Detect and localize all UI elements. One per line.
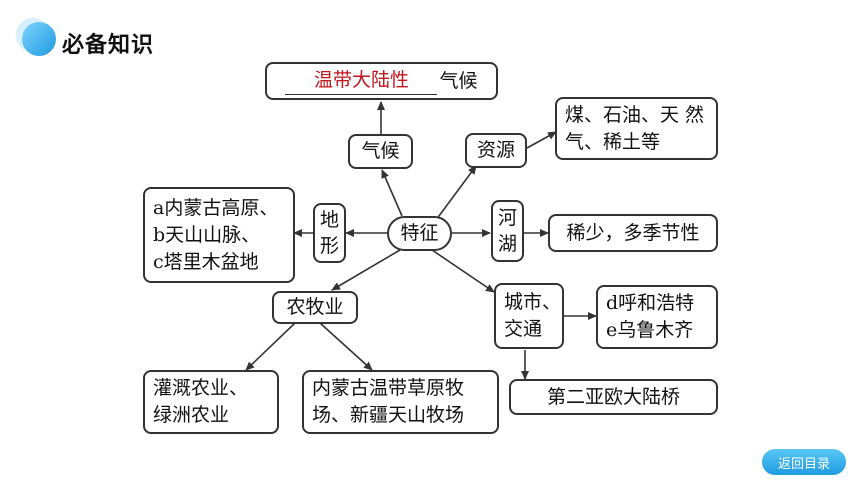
terrain-box: 地 形 [313, 203, 346, 263]
bridge-box: 第二亚欧大陆桥 [509, 379, 718, 415]
cities-label-line: 交通 [504, 318, 543, 340]
terrain-detail-line: c塔里木盆地 [153, 250, 259, 273]
arrow-resources-to-detail [526, 131, 557, 149]
resources-label: 资源 [476, 139, 515, 161]
climate-suffix: 气候 [439, 69, 478, 92]
terrain-detail-line: b天山山脉、 [153, 223, 261, 246]
arrow-center-to-climate [381, 169, 403, 217]
header-circle-icon [22, 22, 56, 56]
agri-left-box: 灌溉农业、 绿洲农业 [143, 370, 279, 434]
resources-detail-line: 煤、石油、天 然 [565, 103, 705, 126]
cities-detail-line: e乌鲁木齐 [606, 319, 694, 341]
rivers-label-char: 湖 [497, 233, 517, 255]
arrow-agri-to-right [319, 322, 373, 371]
arrow-center-to-cities [431, 249, 495, 293]
page-title: 必备知识 [62, 33, 155, 58]
back-to-contents-button[interactable]: 返回目录 [762, 449, 846, 475]
agriculture-label: 农牧业 [286, 296, 344, 318]
terrain-label-char: 地 [319, 209, 339, 231]
arrow-center-to-agriculture [331, 249, 401, 291]
agri-right-line: 场、新疆天山牧场 [312, 404, 465, 426]
rivers-label-char: 河 [497, 207, 517, 229]
agri-right-line: 内蒙古温带草原牧 [312, 377, 465, 399]
center-box: 特征 [387, 216, 452, 251]
cities-detail-line: d呼和浩特 [606, 292, 695, 314]
agriculture-box: 农牧业 [272, 291, 358, 324]
bridge-label: 第二亚欧大陆桥 [546, 385, 680, 408]
resources-box: 资源 [465, 133, 527, 168]
rivers-box: 河 湖 [491, 200, 524, 262]
agri-left-line: 灌溉农业、 [153, 377, 249, 399]
cities-detail-box: d呼和浩特 e乌鲁木齐 [596, 285, 718, 349]
climate-box: 气候 [348, 134, 413, 169]
rivers-detail-label: 稀少，多季节性 [566, 221, 700, 244]
terrain-detail-line: a内蒙古高原、 [153, 196, 279, 219]
arrow-agri-to-left [245, 322, 296, 371]
cities-label-line: 城市、 [504, 291, 562, 313]
header-decoration [0, 0, 70, 70]
climate-label: 气候 [361, 140, 400, 162]
terrain-label-char: 形 [319, 235, 339, 257]
agri-left-line: 绿洲农业 [153, 404, 230, 426]
rivers-detail-box: 稀少，多季节性 [548, 214, 718, 252]
arrow-center-to-resources [435, 165, 477, 221]
terrain-detail-box: a内蒙古高原、 b天山山脉、 c塔里木盆地 [143, 187, 295, 283]
climate-title-box: 温带大陆性气候 [265, 62, 498, 100]
agri-right-box: 内蒙古温带草原牧 场、新疆天山牧场 [302, 370, 499, 434]
center-label: 特征 [400, 222, 439, 244]
climate-answer: 温带大陆性 [285, 67, 438, 95]
cities-box: 城市、 交通 [494, 283, 564, 349]
resources-detail-line: 气、稀土等 [565, 130, 661, 153]
resources-detail-box: 煤、石油、天 然 气、稀土等 [555, 97, 718, 160]
